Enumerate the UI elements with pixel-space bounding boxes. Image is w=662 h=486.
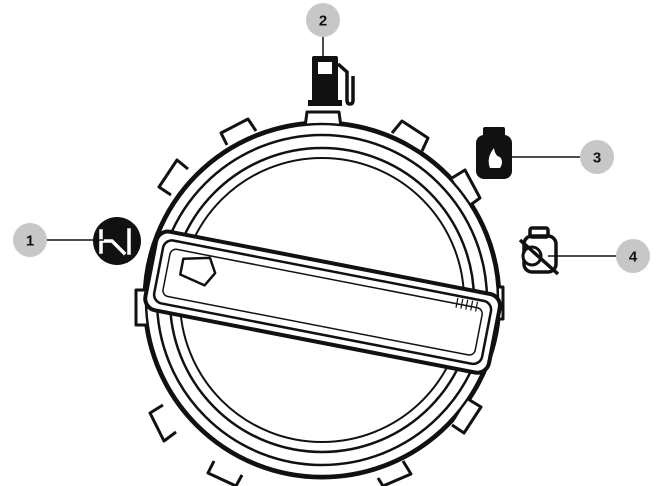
callout-number-1: 1 [26,233,34,250]
callout-number-3: 3 [593,150,601,167]
callout-badge-3: 3 [580,140,614,174]
callout-number-4: 4 [629,249,638,266]
callout-badge-1: 1 [13,223,47,257]
callout-badge-4: 4 [616,239,650,273]
callout-badge-2: 2 [306,3,340,37]
gas-cylinder-icon [476,127,512,179]
knob-handle[interactable] [143,229,502,375]
gas-cylinder-crossed-icon [518,226,560,276]
callout-number-2: 2 [319,13,327,30]
triangle-pointer-icon [179,256,217,287]
handle-grip-hatch [455,297,479,312]
callout-leaders [47,37,617,257]
off-switch-icon [93,217,141,265]
fuel-pump-icon [308,56,355,106]
selector-knob[interactable] [134,110,505,486]
